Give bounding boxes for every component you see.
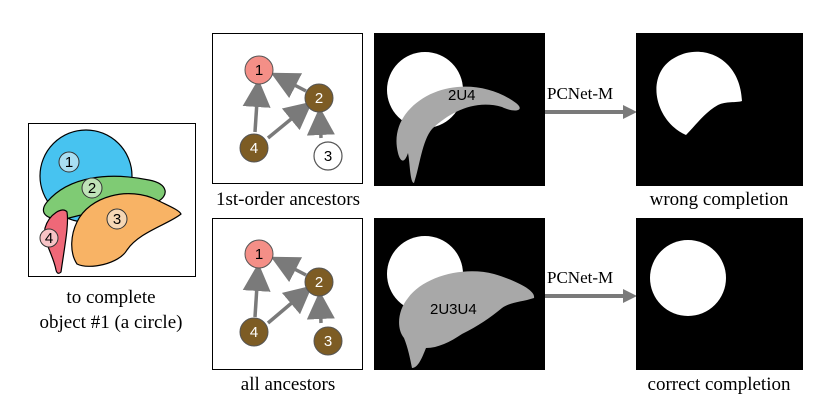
scene-caption-line1: to complete (66, 287, 156, 308)
graph-caption-first-order: 1st-order ancestors (215, 189, 361, 210)
graph-node-3: 3 (313, 141, 343, 171)
svg-text:4: 4 (250, 324, 258, 341)
scene-illustration: 1 2 3 4 (39, 129, 182, 274)
svg-text:1: 1 (255, 246, 263, 263)
svg-text:2U3U4: 2U3U4 (430, 301, 477, 318)
graph-caption-all: all ancestors (240, 374, 336, 395)
result-correct-completion (636, 218, 803, 370)
edge-4-to-1 (242, 79, 271, 133)
result-caption-correct: correct completion (647, 374, 791, 395)
object-2-label: 2 (81, 177, 103, 199)
edge-4-to-1-all (242, 263, 271, 318)
svg-text:3: 3 (324, 148, 332, 165)
object-1-label: 1 (58, 151, 80, 173)
svg-text:4: 4 (250, 140, 258, 157)
graph-node-4: 4 (239, 133, 269, 163)
graph-node-1-all: 1 (244, 239, 274, 269)
scene-caption-line2: object #1 (a circle) (39, 312, 183, 333)
svg-text:1: 1 (255, 62, 263, 79)
model-label-all: PCNet-M (547, 268, 614, 287)
edge-3-to-2-all (306, 291, 335, 324)
edge-4-to-2 (266, 101, 313, 140)
graph-node-3-all: 3 (313, 326, 343, 356)
graph-panel-first-order: 1 2 4 3 (212, 33, 363, 184)
svg-text:2U4: 2U4 (448, 87, 476, 104)
object-3-label: 3 (106, 208, 128, 230)
object-4-label: 4 (39, 228, 59, 248)
result-caption-wrong: wrong completion (649, 189, 789, 210)
gray-mask-2u4 (396, 86, 520, 183)
svg-text:1: 1 (65, 154, 73, 171)
object-3-shape (71, 193, 182, 267)
gray-mask-2u3u4 (399, 271, 535, 368)
graph-node-2: 2 (304, 83, 334, 113)
svg-text:3: 3 (113, 211, 121, 228)
scene-panel: 1 2 3 4 (28, 123, 196, 277)
graph-node-1: 1 (244, 55, 274, 85)
graph-node-2-all: 2 (304, 267, 334, 297)
edge-2-to-1 (270, 72, 307, 99)
graph-node-4-all: 4 (239, 317, 269, 347)
svg-text:2: 2 (315, 90, 323, 107)
mask-input-first-order: 2U4 (374, 33, 545, 186)
arrow-all (545, 289, 637, 303)
result-wrong-completion (636, 33, 803, 186)
svg-text:2: 2 (315, 274, 323, 291)
model-label-first-order: PCNet-M (547, 84, 614, 103)
svg-text:4: 4 (45, 230, 53, 247)
edge-2-to-1-all (270, 256, 307, 283)
graph-panel-all: 1 2 4 3 (212, 218, 363, 370)
svg-text:3: 3 (324, 333, 332, 350)
edge-3-to-2 (306, 107, 335, 139)
arrow-first-order (545, 105, 637, 119)
svg-text:2: 2 (88, 180, 96, 197)
edge-4-to-2-all (266, 285, 313, 325)
mask-input-all: 2U3U4 (374, 218, 545, 370)
